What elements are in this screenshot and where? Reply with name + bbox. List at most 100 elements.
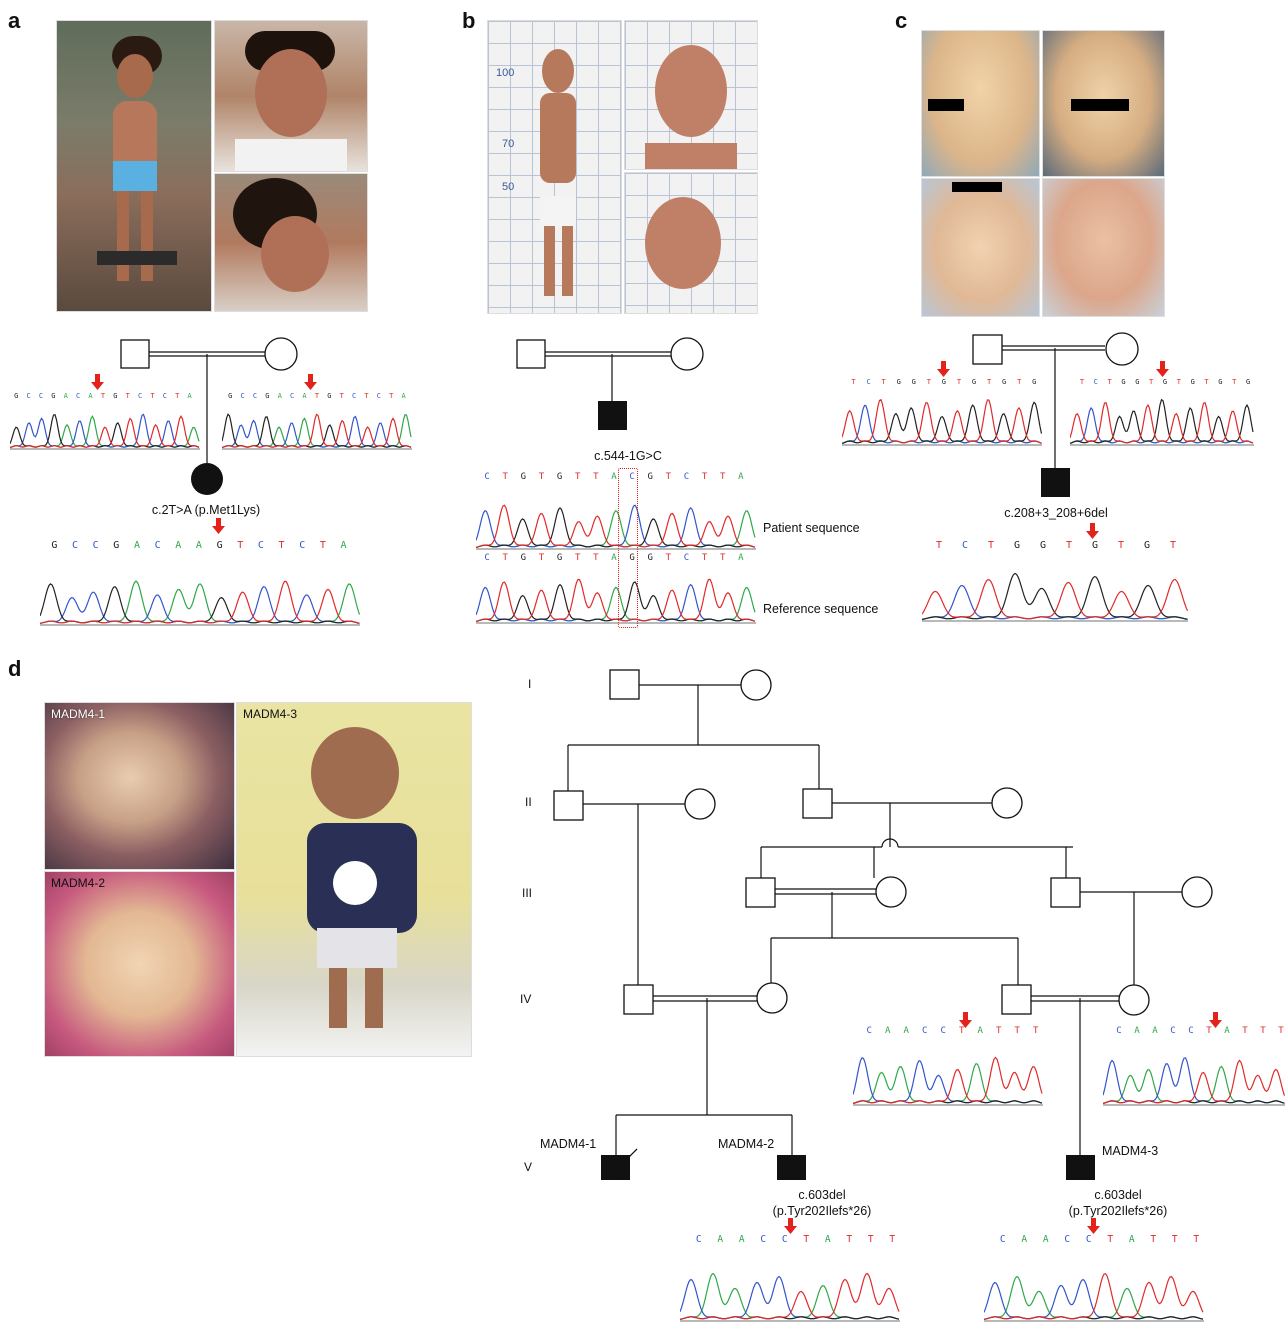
base-call: A — [885, 1026, 891, 1036]
panel-c-letter: c — [895, 8, 908, 33]
base-call: C — [92, 540, 99, 551]
base-call: C — [71, 540, 78, 551]
base-call: T — [1079, 378, 1085, 386]
base-call: T — [339, 392, 344, 400]
panel-c-photo-face-right — [1042, 30, 1165, 177]
base-call: G — [629, 553, 635, 563]
panel-d-photo-madm4-2: MADM4-2 — [44, 871, 235, 1057]
base-call: A — [1224, 1026, 1230, 1036]
height-ruler-50: 50 — [502, 181, 515, 193]
deceased-slash — [605, 1148, 638, 1180]
generation-III — [745, 876, 1213, 1000]
base-call: T — [100, 392, 106, 400]
trace-T — [40, 580, 360, 624]
IV-3-male — [1001, 984, 1032, 1015]
base-call: T — [1033, 1026, 1039, 1036]
photo-caption-madm4-1: MADM4-1 — [51, 707, 106, 721]
base-call: T — [574, 553, 581, 563]
panel-b-variant-label: c.544-1G>C — [594, 449, 662, 463]
base-call: T — [719, 472, 726, 482]
panel-c-photo-back — [1042, 178, 1165, 317]
base-call: C — [376, 392, 381, 400]
base-call: T — [1242, 1026, 1248, 1036]
generation-label-V: V — [524, 1160, 533, 1174]
base-call: C — [1093, 378, 1098, 386]
trace-C — [922, 584, 1188, 620]
base-call: A — [738, 1234, 745, 1245]
base-call: T — [593, 472, 599, 482]
base-call: T — [867, 1234, 874, 1245]
madm4-2-chromatogram — [680, 1272, 900, 1322]
panel-b-pedigree — [516, 337, 704, 430]
base-call: G — [113, 540, 120, 551]
censor-bar — [928, 99, 964, 111]
III-2-female — [875, 876, 907, 908]
panel-a-father-chromatogram — [10, 413, 200, 450]
trace-A — [680, 1272, 900, 1320]
father-symbol — [516, 339, 546, 369]
generation-II — [553, 787, 1073, 998]
base-call: T — [803, 1234, 810, 1245]
base-call: G — [1032, 378, 1037, 386]
panel-d-photo-madm4-1: MADM4-1 — [44, 702, 235, 870]
panel-b-photo-profile — [624, 172, 758, 314]
base-call: T — [1171, 1234, 1178, 1245]
base-call: C — [38, 392, 44, 400]
base-call: C — [1170, 1026, 1176, 1036]
madm4-2-variant: c.603del — [798, 1188, 846, 1202]
trace-G — [1070, 398, 1254, 444]
base-call: T — [1107, 1234, 1114, 1245]
I-2-female — [740, 669, 772, 701]
base-call: G — [647, 472, 653, 482]
base-call: T — [1193, 1234, 1200, 1245]
panel-d-photo-madm4-3: MADM4-3 — [236, 702, 472, 1057]
base-call: T — [574, 472, 581, 482]
base-call: G — [971, 378, 977, 386]
base-call: C — [351, 392, 357, 400]
base-call: T — [1065, 540, 1073, 551]
II-1-male — [553, 790, 584, 821]
base-call: G — [1143, 540, 1151, 551]
base-call: C — [760, 1234, 767, 1245]
trace-T — [10, 414, 200, 449]
base-call: A — [1152, 1026, 1158, 1036]
base-call: C — [484, 553, 490, 563]
base-call: G — [1039, 540, 1047, 551]
base-call: T — [1107, 378, 1112, 386]
base-call: A — [1021, 1234, 1028, 1245]
generation-label-I: I — [528, 677, 532, 691]
base-call: A — [175, 540, 182, 551]
base-call: T — [846, 1234, 853, 1245]
panel-b-photo-frontal — [624, 20, 758, 170]
madm4-2-protein: (p.Tyr202Ilefs*26) — [772, 1204, 872, 1218]
trace-G — [842, 401, 1042, 444]
base-call: C — [26, 392, 31, 400]
base-call: G — [1190, 378, 1195, 386]
base-call: C — [1188, 1026, 1194, 1036]
photo-caption-madm4-3: MADM4-3 — [243, 707, 298, 721]
height-ruler-100: 100 — [496, 67, 515, 79]
panel-a-variant-label: c.2T>A (p.Met1Lys) — [151, 503, 261, 517]
base-call: A — [88, 392, 93, 400]
base-call: G — [228, 392, 233, 400]
base-call: T — [1117, 540, 1125, 551]
I-1-male — [609, 669, 640, 700]
V-3-affected-male — [1066, 1155, 1095, 1180]
base-call: G — [14, 392, 19, 400]
base-call: T — [665, 553, 672, 563]
trace-T — [984, 1272, 1204, 1320]
base-call: T — [1176, 378, 1181, 386]
trace-T — [476, 578, 756, 622]
base-call: C — [922, 1026, 928, 1036]
generation-label-III: III — [522, 886, 533, 900]
carrier-left-chromatogram — [853, 1056, 1043, 1106]
affected-proband-symbol — [598, 401, 627, 430]
trace-T — [853, 1056, 1043, 1104]
height-ruler-70: 70 — [502, 138, 515, 150]
base-call: G — [1121, 378, 1126, 386]
base-call: C — [999, 1234, 1006, 1245]
base-call: A — [738, 553, 744, 563]
